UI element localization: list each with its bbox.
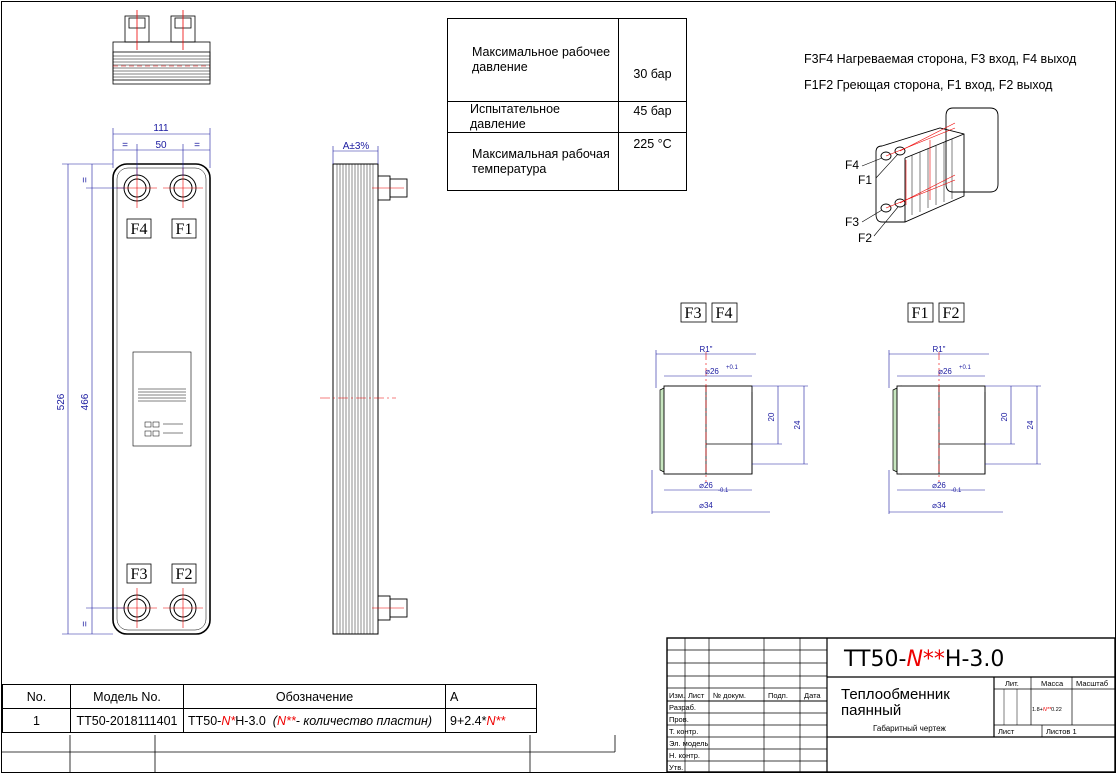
svg-text:⌀26: ⌀26 xyxy=(938,367,952,376)
spec-label-test-pressure: Испытательное давление xyxy=(447,101,619,133)
detail-label-f3: F3 xyxy=(685,305,702,322)
tb-name-line1: Теплообменник xyxy=(841,686,950,703)
svg-text:24: 24 xyxy=(793,420,802,429)
bom-header-no: No. xyxy=(2,684,71,709)
tb-row-utv: Утв. xyxy=(669,763,683,772)
iso-label-f1: F1 xyxy=(858,173,872,187)
tb-mass-value: 1.8+N**0.22 xyxy=(1032,707,1062,713)
spec-value-max-temp: 225 °C xyxy=(618,132,687,191)
bom-row-model: TT50-2018111401 xyxy=(70,708,184,733)
svg-text:24: 24 xyxy=(1026,420,1035,429)
tb-name-line2: паянный xyxy=(841,702,901,719)
spec-label-max-temp: Максимальная рабочая температура xyxy=(447,132,619,191)
detail-label-f2: F2 xyxy=(943,305,960,322)
svg-text:20: 20 xyxy=(767,412,776,421)
svg-text:R1": R1" xyxy=(699,345,712,354)
bom-row-no: 1 xyxy=(2,708,71,733)
tb-doc-type: Габаритный чертеж xyxy=(873,724,946,733)
bom-row-designation: TT50-N*H-3.0 (N**- количество пластин) xyxy=(183,708,446,733)
svg-text:-0.1: -0.1 xyxy=(951,488,962,494)
note-heating-side: F1F2 Греющая сторона, F1 вход, F2 выход xyxy=(804,78,1053,92)
connection-detail-f3f4: R1" ⌀26 +0.1 ⌀26 -0.1 ⌀34 20 24 xyxy=(651,345,808,514)
iso-label-f2: F2 xyxy=(858,231,872,245)
tb-col-sign: Подп. xyxy=(768,691,788,700)
tb-mass: Масса xyxy=(1041,679,1064,688)
dim-width-total: 111 xyxy=(153,123,169,134)
port-label-f1: F1 xyxy=(176,221,193,238)
tb-code: TT50-N**H-3.0 xyxy=(843,647,1004,672)
spec-value-test-pressure: 45 бар xyxy=(618,101,687,133)
dim-eq-top: = xyxy=(80,177,91,183)
tb-col-izm: Изм. xyxy=(669,691,685,700)
dim-eq-left: = xyxy=(122,140,128,151)
spec-table: Максимальное рабочее давление 30 бар Исп… xyxy=(447,18,687,191)
note-heated-side: F3F4 Нагреваемая сторона, F3 вход, F4 вы… xyxy=(804,52,1077,66)
tb-sheets: Листов 1 xyxy=(1046,727,1077,736)
svg-text:⌀26: ⌀26 xyxy=(932,481,946,490)
tb-col-list: Лист xyxy=(688,691,705,700)
tb-row-razrab: Разраб. xyxy=(669,703,696,712)
port-label-f2: F2 xyxy=(176,566,193,583)
dim-height-inner: 466 xyxy=(80,393,91,410)
iso-label-f4: F4 xyxy=(845,158,859,172)
tb-col-date: Дата xyxy=(804,691,821,700)
svg-text:⌀34: ⌀34 xyxy=(699,501,713,510)
bom-table: No. Модель No. Обозначение A 1 TT50-2018… xyxy=(2,684,537,733)
top-view xyxy=(112,10,211,85)
svg-text:-0.1: -0.1 xyxy=(718,488,729,494)
spec-value-max-pressure: 30 бар xyxy=(618,18,687,102)
iso-label-f3: F3 xyxy=(845,215,859,229)
tb-row-tkontr: Т. контр. xyxy=(669,727,698,736)
bom-empty-rows xyxy=(2,735,616,772)
front-dimensions xyxy=(62,128,211,635)
detail-label-f4: F4 xyxy=(716,305,733,322)
dim-height-total: 526 xyxy=(56,393,67,410)
dim-depth: A±3% xyxy=(343,141,370,152)
svg-text:+0.1: +0.1 xyxy=(726,365,739,371)
dim-eq-right: = xyxy=(194,140,200,151)
title-block-grid xyxy=(666,637,1116,773)
port-label-f3: F3 xyxy=(131,566,148,583)
dim-width-inner: 50 xyxy=(155,140,167,151)
svg-text:⌀26: ⌀26 xyxy=(705,367,719,376)
tb-row-nkontr: Н. контр. xyxy=(669,751,700,760)
front-view: F4 F1 F3 F2 xyxy=(112,163,211,635)
dim-eq-bottom: = xyxy=(80,621,91,627)
side-view xyxy=(320,163,408,635)
svg-text:⌀34: ⌀34 xyxy=(932,501,946,510)
nameplate xyxy=(132,351,192,447)
tb-row-prov: Пров. xyxy=(669,715,689,724)
svg-text:⌀26: ⌀26 xyxy=(699,481,713,490)
bom-header-designation: Обозначение xyxy=(183,684,446,709)
bom-header-a: A xyxy=(445,684,537,709)
tb-col-doc: № докум. xyxy=(713,691,746,700)
svg-text:R1": R1" xyxy=(932,345,945,354)
tb-sheet: Лист xyxy=(998,727,1015,736)
svg-text:+0.1: +0.1 xyxy=(959,365,972,371)
port-label-f4: F4 xyxy=(131,221,148,238)
detail-label-f1: F1 xyxy=(912,305,929,322)
tb-lit: Лит. xyxy=(1005,679,1019,688)
tb-row-model: Эл. модель xyxy=(669,739,709,748)
svg-text:20: 20 xyxy=(1000,412,1009,421)
isometric-view xyxy=(861,107,999,237)
connection-detail-f1f2: R1" ⌀26 +0.1 ⌀26 -0.1 ⌀34 20 24 xyxy=(888,345,1041,514)
tb-scale: Масштаб xyxy=(1076,679,1108,688)
bom-header-model: Модель No. xyxy=(70,684,184,709)
spec-label-max-pressure: Максимальное рабочее давление xyxy=(447,18,619,102)
bom-row-a: 9+2.4*N** xyxy=(445,708,537,733)
